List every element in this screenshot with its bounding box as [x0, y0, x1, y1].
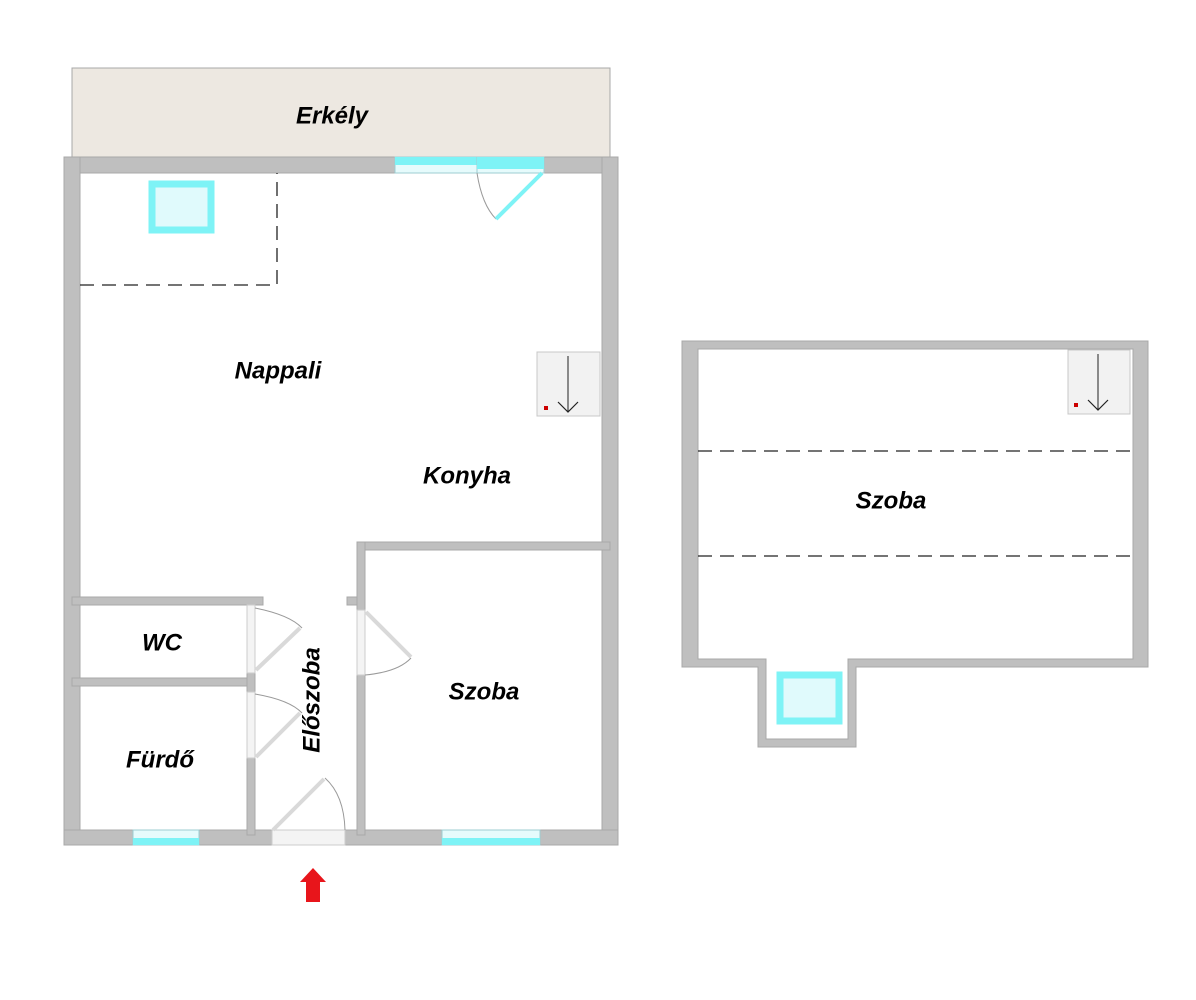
upper-floor-walls [681, 340, 1149, 748]
entry-arrow-icon [300, 868, 326, 902]
room-label-hallway: Előszoba [298, 647, 325, 752]
ground-floor-walls [63, 156, 619, 846]
bathroom-door[interactable] [246, 691, 303, 759]
room-label-living-room: Nappali [235, 357, 323, 384]
bathroom-window [132, 829, 200, 846]
bedroom-door[interactable] [356, 609, 413, 676]
dashed-area-outline [80, 173, 278, 286]
balcony [71, 67, 611, 158]
room-label-kitchen: Konyha [423, 462, 511, 489]
wc-door[interactable] [246, 604, 303, 674]
upper-skylight [776, 671, 843, 725]
skylight [148, 180, 215, 234]
room-label-upper-bedroom: Szoba [856, 487, 927, 514]
top-window [394, 156, 478, 174]
upper-stairs [1067, 349, 1131, 415]
balcony-door[interactable] [476, 156, 545, 221]
room-label-bathroom: Fürdő [126, 746, 195, 773]
entrance-door[interactable] [271, 777, 346, 846]
room-label-bedroom: Szoba [449, 678, 520, 705]
room-label-wc: WC [142, 629, 183, 656]
bedroom-window [441, 829, 541, 846]
room-label-balcony: Erkély [296, 102, 370, 129]
stairs [536, 351, 601, 417]
